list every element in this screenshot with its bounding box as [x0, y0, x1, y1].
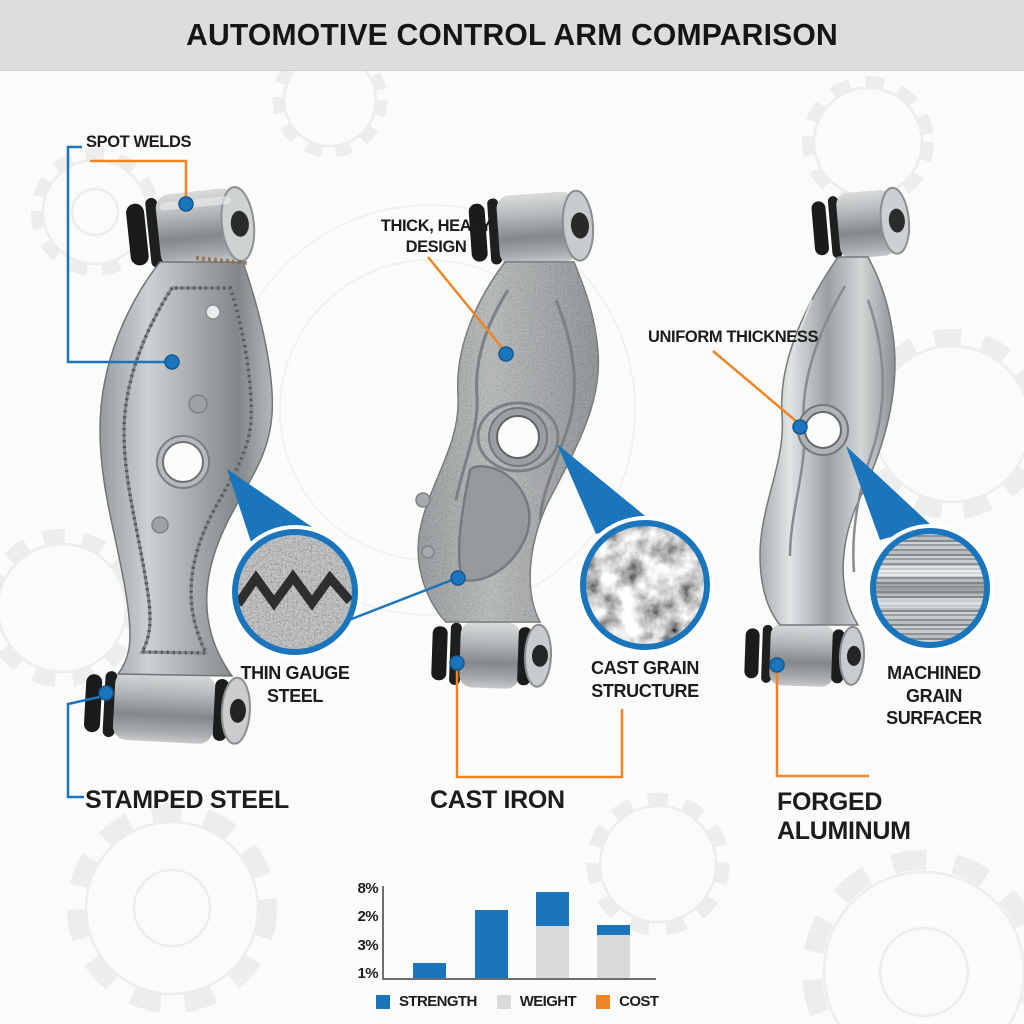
- plot-area: [382, 886, 656, 980]
- legend-label: WEIGHT: [519, 993, 577, 1010]
- legend-swatch-icon: [376, 994, 390, 1009]
- bar-segment-weight: [597, 934, 630, 978]
- bar-segment-strength: [475, 909, 508, 978]
- legend-item: COST: [596, 993, 659, 1010]
- bar-segment-weight: [536, 926, 569, 978]
- bushing: [468, 189, 595, 266]
- bar-segment-strength: [597, 924, 630, 935]
- control-arm-forged-aluminum: [744, 186, 911, 687]
- legend-label: COST: [619, 993, 659, 1010]
- comparison-bar-chart: 8% 2% 3% 1% STRENGTH WEIGHT COST: [352, 878, 682, 1024]
- legend-item: WEIGHT: [496, 993, 577, 1010]
- callout-line-blue: [66, 145, 453, 799]
- gear-icon: [0, 42, 1024, 1024]
- legend-item: STRENGTH: [376, 993, 477, 1010]
- bar-column: [536, 892, 569, 978]
- bushing: [83, 670, 251, 745]
- material-label-stamped-steel: STAMPED STEEL: [85, 786, 289, 814]
- zigzag-thin-steel-icon: [235, 569, 354, 611]
- y-axis: 8% 2% 3% 1%: [352, 878, 379, 982]
- control-arm-stamped-steel: [83, 186, 274, 745]
- callout-label-uniform-thickness: UNIFORM THICKNESS: [648, 328, 819, 346]
- bar-column: [597, 924, 630, 978]
- bushing: [744, 623, 866, 687]
- chart-legend: STRENGTH WEIGHT COST: [376, 993, 659, 1010]
- header-banner: AUTOMOTIVE CONTROL ARM COMPARISON: [0, 0, 1024, 71]
- inset-circle-cast-grain: [576, 516, 714, 654]
- inset-circle-machined-surface: [866, 524, 994, 652]
- bar-segment-strength: [413, 963, 446, 978]
- callout-dot: [98, 196, 808, 701]
- y-axis-tick: 8%: [357, 880, 379, 897]
- inset-label-cast-grain-structure: CAST GRAIN STRUCTURE: [591, 658, 699, 701]
- material-label-forged-aluminum: FORGED ALUMINUM: [777, 788, 911, 845]
- material-label-cast-iron: CAST IRON: [430, 786, 565, 814]
- bushing: [811, 186, 911, 259]
- bar-column: [413, 963, 446, 978]
- legend-swatch-icon: [496, 994, 511, 1009]
- bar-segment-strength: [536, 892, 569, 927]
- inset-label-machined-grain-surface: MACHINED GRAIN SURFACER: [886, 663, 982, 729]
- callout-label-spot-welds: SPOT WELDS: [86, 133, 192, 151]
- bushing: [126, 186, 256, 268]
- inset-label-thin-gauge-steel: THIN GAUGE STEEL: [240, 663, 350, 706]
- inset-circle-thin-gauge: [228, 525, 362, 659]
- y-axis-tick: 3%: [357, 936, 379, 954]
- bar-column: [475, 909, 508, 978]
- y-axis-tick: 1%: [357, 965, 379, 983]
- page-title: AUTOMOTIVE CONTROL ARM COMPARISON: [186, 17, 838, 52]
- bushing: [431, 621, 553, 689]
- callout-line-orange: [90, 159, 869, 779]
- legend-swatch-icon: [596, 994, 611, 1009]
- y-axis-tick: 2%: [357, 908, 379, 926]
- callout-label-thick-heavy-design: THICK, HEAVY DESIGN: [380, 217, 492, 257]
- legend-label: STRENGTH: [399, 993, 477, 1010]
